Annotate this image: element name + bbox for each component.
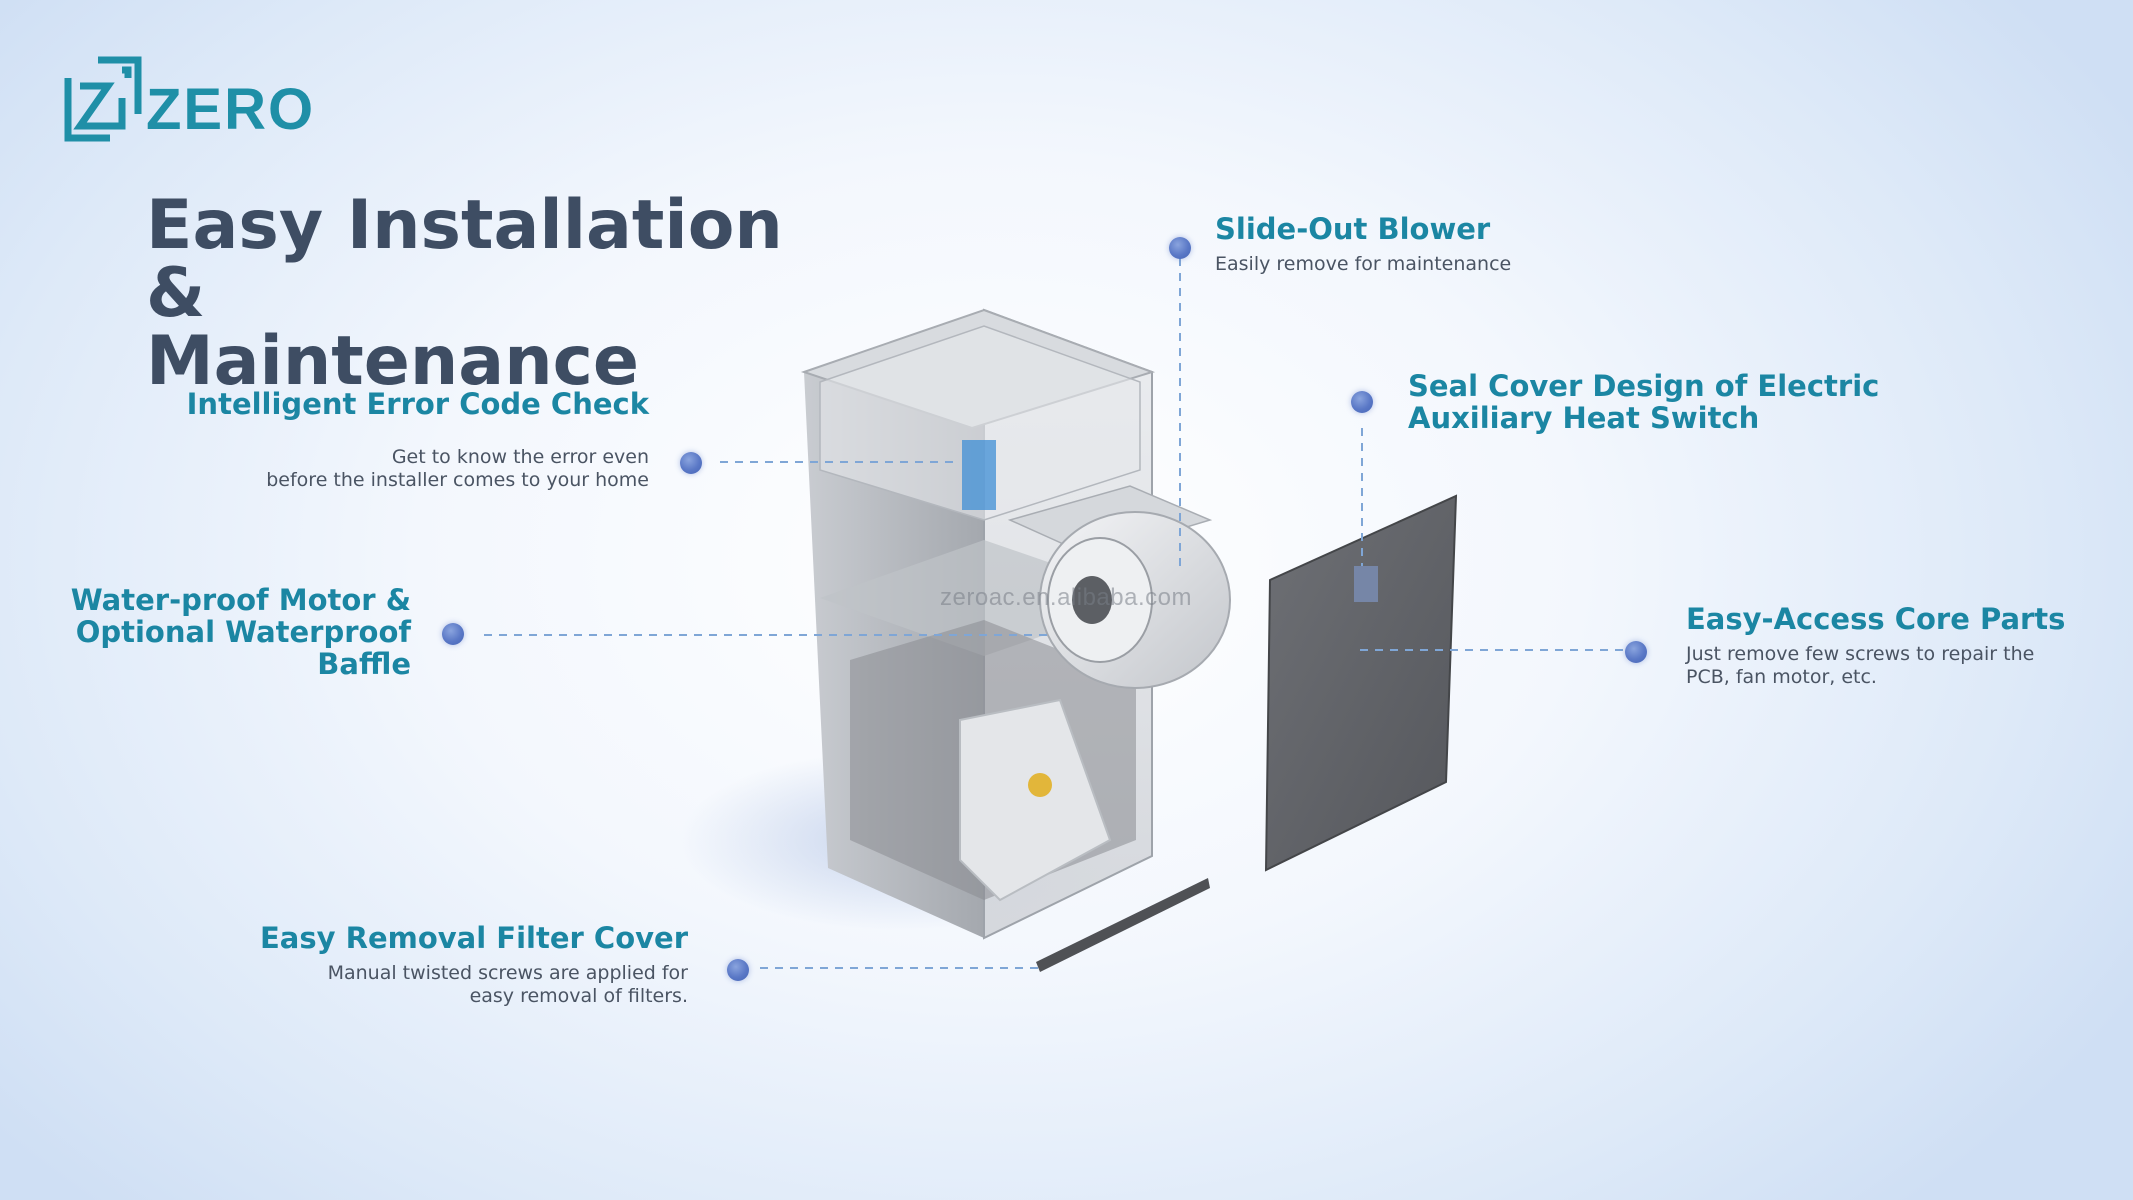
feature-motor-title: Water-proof Motor & Optional Waterproof …	[71, 584, 411, 680]
page-title-line-2: Maintenance	[146, 322, 640, 401]
feature-blower: Slide-Out Blower Easily remove for maint…	[1215, 213, 1511, 276]
feature-seal-title: Seal Cover Design of Electric Auxiliary …	[1408, 370, 1879, 434]
watermark: zeroac.en.alibaba.com	[940, 584, 1192, 611]
brand-name: ZERO	[146, 77, 316, 142]
feature-blower-description: Easily remove for maintenance	[1215, 253, 1512, 275]
blower-motor	[1072, 576, 1112, 624]
callout-dot-blower	[1169, 237, 1191, 259]
callout-dot-seal	[1351, 391, 1373, 413]
feature-filter-desc-line-1: Manual twisted screws are applied for	[327, 962, 688, 984]
feature-error-code-desc-line-2: before the installer comes to your home	[266, 469, 649, 491]
feature-motor-title-line-2: Optional Waterproof	[75, 615, 411, 649]
feature-error-code: Intelligent Error Code Check Get to know…	[187, 388, 649, 492]
control-board	[962, 440, 996, 510]
page-title-line-1: Easy Installation &	[146, 186, 783, 333]
callout-dot-motor	[442, 623, 464, 645]
feature-filter: Easy Removal Filter Cover Manual twisted…	[260, 922, 688, 1008]
evaporator-coil	[959, 698, 1112, 902]
feature-core-description: Just remove few screws to repair the PCB…	[1686, 643, 2065, 689]
feature-error-code-description: Get to know the error even before the in…	[187, 446, 649, 492]
callout-dot-filter	[727, 959, 749, 981]
feature-motor-title-line-1: Water-proof Motor &	[70, 583, 411, 617]
feature-filter-title: Easy Removal Filter Cover	[260, 921, 688, 955]
callout-dot-core	[1625, 641, 1647, 663]
feature-core-title: Easy-Access Core Parts	[1686, 602, 2066, 636]
feature-filter-desc-line-2: easy removal of filters.	[469, 985, 688, 1007]
heat-switch-seal-cover	[1354, 566, 1378, 602]
feature-filter-description: Manual twisted screws are applied for ea…	[260, 962, 688, 1008]
electrical-compartment	[819, 325, 1141, 521]
feature-seal-title-line-1: Seal Cover Design of Electric	[1408, 369, 1880, 403]
feature-seal: Seal Cover Design of Electric Auxiliary …	[1408, 370, 1879, 434]
feature-error-code-desc-line-1: Get to know the error even	[391, 446, 649, 468]
zero-logo: ZERO	[64, 56, 354, 146]
callout-dot-error-code	[680, 452, 702, 474]
page-title: Easy Installation & Maintenance	[146, 192, 846, 396]
filter-cover	[1036, 878, 1210, 972]
zero-logo-mark-icon	[64, 56, 142, 142]
feature-core-desc-line-2: PCB, fan motor, etc.	[1686, 666, 1877, 688]
feature-motor: Water-proof Motor & Optional Waterproof …	[71, 584, 411, 680]
coil-valve	[1028, 773, 1052, 797]
feature-motor-title-line-3: Baffle	[317, 647, 411, 681]
feature-core: Easy-Access Core Parts Just remove few s…	[1686, 603, 2065, 689]
feature-error-code-title: Intelligent Error Code Check	[186, 387, 649, 421]
divider-shelf	[820, 540, 1152, 656]
feature-blower-title: Slide-Out Blower	[1215, 212, 1491, 246]
feature-core-desc-line-1: Just remove few screws to repair the	[1686, 643, 2035, 665]
access-panel	[1264, 494, 1458, 872]
feature-seal-title-line-2: Auxiliary Heat Switch	[1408, 401, 1760, 435]
